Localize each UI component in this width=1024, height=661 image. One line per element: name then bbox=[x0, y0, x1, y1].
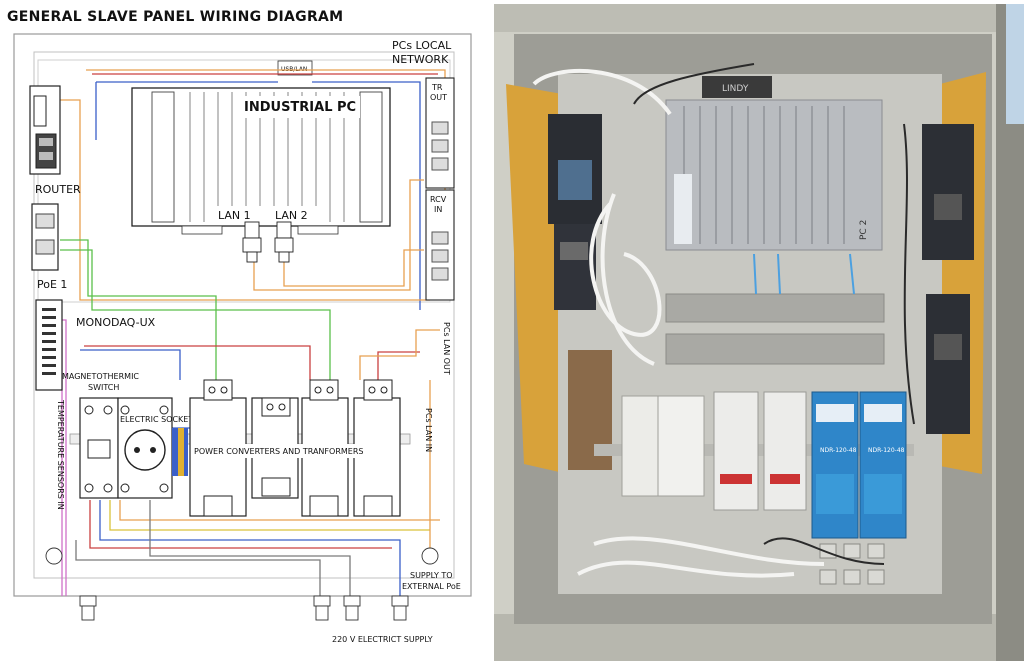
diagram-title: GENERAL SLAVE PANEL WIRING DIAGRAM bbox=[7, 9, 343, 25]
monodaq-label: MONODAQ-UX bbox=[76, 316, 156, 329]
poe1-label: PoE 1 bbox=[37, 278, 67, 291]
temperature-sensors-label: TEMPERATURE SENSORS IN bbox=[56, 399, 65, 510]
photo-psu-white-1 bbox=[713, 391, 759, 511]
wiring-diagram: GENERAL SLAVE PANEL WIRING DIAGRAM PCs L… bbox=[0, 0, 490, 661]
photo-breaker bbox=[621, 395, 659, 497]
photo-usb-adapter: LINDY bbox=[702, 76, 772, 98]
lan2-label: LAN 2 bbox=[275, 209, 308, 222]
photo-pc-tag: PC 2 bbox=[859, 220, 869, 240]
router bbox=[29, 85, 61, 175]
cable-gland-4 bbox=[391, 595, 409, 621]
magnetothermic-switch bbox=[79, 397, 119, 499]
industrial-pc: INDUSTRIAL PC LAN 1 LAN 2 bbox=[131, 87, 391, 263]
cable-gland-2 bbox=[313, 595, 331, 621]
pcs-local-network-label-2: NETWORK bbox=[392, 53, 449, 66]
photo-cables-black bbox=[633, 63, 915, 565]
usb-lan-adapter bbox=[277, 60, 313, 76]
tr-out-label-1: TR bbox=[431, 83, 443, 92]
photo-psu-2-label: NDR-120-48 bbox=[868, 447, 905, 454]
pcs-local-network-label-1: PCs LOCAL bbox=[392, 39, 452, 52]
lan1-connector bbox=[242, 221, 262, 263]
photo-cable-duct-2 bbox=[665, 333, 885, 365]
photo-usb-tag: LINDY bbox=[722, 84, 749, 94]
photo-psu-1-label: NDR-120-48 bbox=[820, 447, 857, 454]
photo-psu-blue-2: NDR-120-48 bbox=[859, 391, 907, 539]
electric-socket bbox=[117, 397, 173, 499]
electric-socket-label: ELECTRIC SOCKET bbox=[120, 415, 193, 424]
photo-tr-out-switch bbox=[922, 124, 974, 260]
panel-inner-frame bbox=[33, 51, 455, 579]
pcs-lan-in-label: PCs LAN IN bbox=[424, 408, 433, 452]
photo-psu-white-2 bbox=[763, 391, 807, 511]
pcs-lan-out-label: PCs LAN OUT bbox=[442, 322, 451, 375]
tr-out-switch bbox=[425, 77, 455, 189]
terminal-block bbox=[172, 428, 188, 476]
photo-socket bbox=[657, 395, 705, 497]
poe-injector bbox=[31, 203, 59, 271]
photo-poe bbox=[554, 224, 596, 310]
photo-rcv-in-switch bbox=[926, 294, 970, 434]
supply-to-external-poe-label-2: EXTERNAL PoE bbox=[402, 582, 461, 591]
rcv-in-switch bbox=[425, 189, 455, 301]
photo-cables-white bbox=[532, 69, 825, 578]
lan1-label: LAN 1 bbox=[218, 209, 251, 222]
magnetothermic-label-1: MAGNETOTHERMIC bbox=[62, 372, 139, 381]
panel-photo: PC 2 LINDY NDR-120-48 NDR-12 bbox=[494, 4, 1024, 661]
cable-gland-1 bbox=[79, 595, 97, 621]
industrial-pc-label: INDUSTRIAL PC bbox=[244, 100, 356, 115]
magnetothermic-label-2: SWITCH bbox=[88, 383, 119, 392]
electric-supply-label: 220 V ELECTRICT SUPPLY bbox=[332, 635, 433, 644]
router-label: ROUTER bbox=[35, 183, 81, 196]
photo-industrial-pc: PC 2 bbox=[665, 99, 883, 251]
photo-terminals bbox=[819, 543, 885, 585]
monodaq-device bbox=[35, 299, 63, 391]
panel-outer-frame bbox=[13, 33, 472, 597]
photo-psu-blue-1: NDR-120-48 bbox=[811, 391, 859, 539]
supply-to-external-poe-label-1: SUPPLY TO bbox=[410, 571, 453, 580]
rcv-in-label-2: IN bbox=[434, 205, 442, 214]
tr-out-label-2: OUT bbox=[430, 93, 447, 102]
cable-gland-3 bbox=[343, 595, 361, 621]
lan2-connector bbox=[274, 221, 294, 263]
photo-cable-duct-1 bbox=[665, 293, 885, 323]
power-converters-label: POWER CONVERTERS AND TRANFORMERS bbox=[194, 447, 363, 456]
rcv-in-label-1: RCV bbox=[430, 195, 447, 204]
